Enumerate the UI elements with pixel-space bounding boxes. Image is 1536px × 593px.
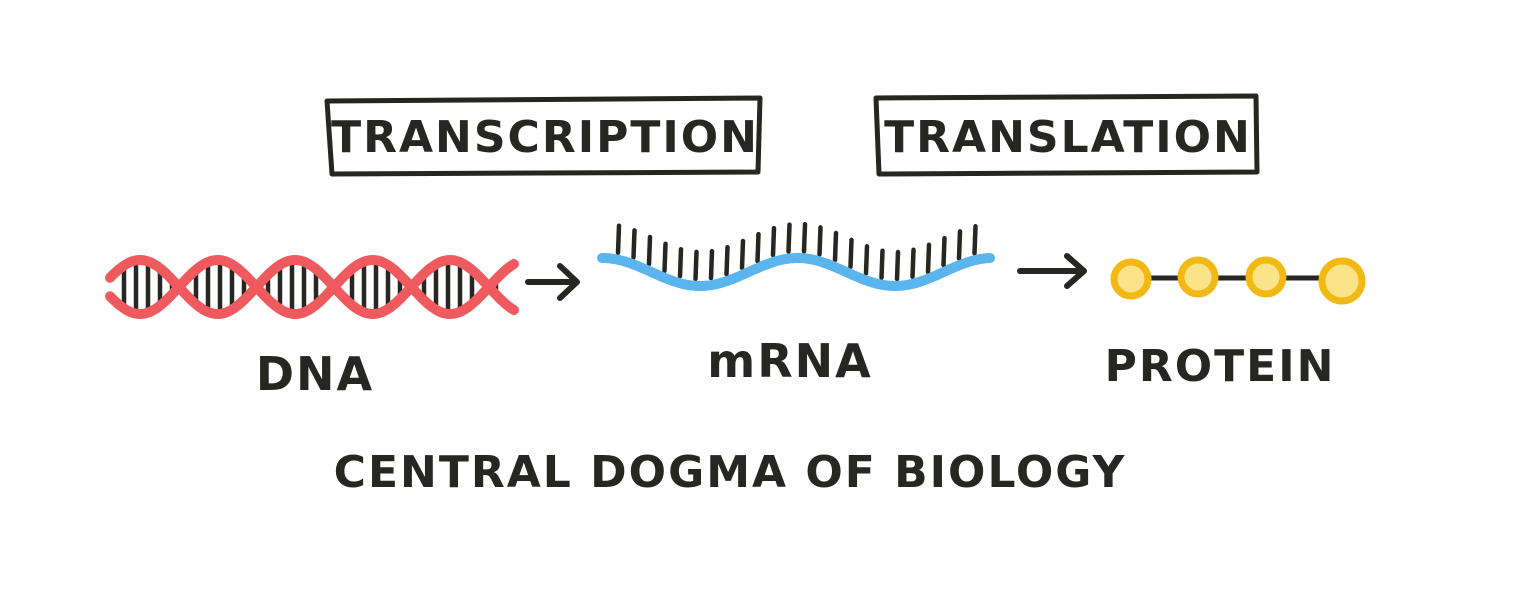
mrna-base <box>956 229 963 261</box>
mrna-base <box>801 222 808 254</box>
mrna-base <box>817 225 823 257</box>
mrna-base <box>786 222 792 254</box>
mrna-base <box>615 223 622 255</box>
protein-chain-icon <box>1110 256 1366 305</box>
amino-acid-icon <box>1318 257 1366 305</box>
mrna-base <box>646 234 653 267</box>
mrna-base <box>739 238 746 271</box>
mrna-base <box>724 244 730 277</box>
diagram-caption: CENTRAL DOGMA OF BIOLOGY <box>334 447 1127 498</box>
right-arrow-icon <box>1017 253 1087 289</box>
amino-acid-icon <box>1177 256 1219 298</box>
dna-label: DNA <box>256 347 374 401</box>
protein-label: PROTEIN <box>1105 341 1336 392</box>
mrna-base <box>631 228 637 260</box>
mrna-base <box>693 249 699 282</box>
mrna-base <box>708 248 715 281</box>
mrna-strand-icon <box>597 222 995 291</box>
amino-acid-icon <box>1110 258 1152 300</box>
mrna-base <box>662 241 668 274</box>
mrna-base <box>677 246 684 279</box>
mrna-label: mRNA <box>707 334 872 388</box>
mrna-base <box>925 242 932 275</box>
mrna-bases <box>615 222 978 282</box>
translation-box: TRANSLATION <box>873 93 1260 177</box>
dna-strand-b <box>105 254 519 320</box>
dna-base-pairs <box>121 260 499 314</box>
right-arrow-icon <box>525 263 580 301</box>
mrna-base <box>894 249 901 282</box>
mrna-base <box>832 230 839 263</box>
dna-helix-icon <box>105 254 519 320</box>
mrna-base <box>941 235 947 268</box>
mrna-base <box>863 244 870 276</box>
mrna-base <box>848 237 854 270</box>
transcription-label: TRANSCRIPTION <box>331 112 759 163</box>
transcription-box: TRANSCRIPTION <box>324 95 763 177</box>
mrna-base <box>972 224 978 256</box>
mrna-base <box>910 247 916 280</box>
amino-acid-icon <box>1245 256 1287 298</box>
mrna-base <box>755 231 761 264</box>
translation-label: TRANSLATION <box>884 112 1252 163</box>
mrna-base <box>770 225 777 258</box>
mrna-base <box>879 248 885 280</box>
mrna-backbone <box>597 253 995 291</box>
